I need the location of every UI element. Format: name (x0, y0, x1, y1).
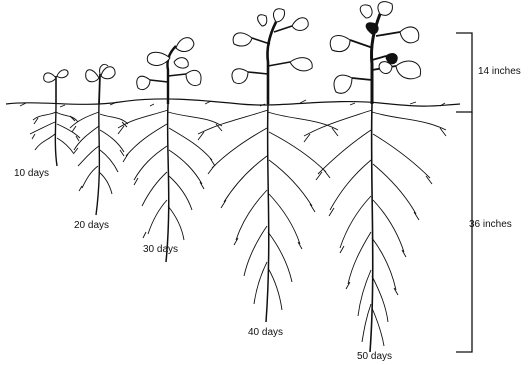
bracket-36-inches (456, 112, 472, 352)
leaf (57, 70, 68, 78)
leaf (174, 58, 188, 68)
depth-bracket (456, 33, 472, 352)
roots-10-days (30, 104, 80, 166)
leaf (360, 5, 372, 18)
bracket-label-14-inches: 14 inches (478, 66, 521, 77)
stage-label-50-days: 50 days (357, 351, 392, 362)
roots-20-days (70, 104, 128, 215)
leaf (176, 38, 194, 52)
roots-40-days (198, 104, 338, 322)
leaf (274, 9, 285, 22)
bracket-14-inches (456, 33, 472, 112)
plant-50-days (304, 2, 446, 352)
leaf (379, 62, 392, 74)
plant-10-days (30, 70, 80, 166)
leaf (101, 67, 115, 79)
stage-label-40-days: 40 days (248, 327, 283, 338)
stage-label-20-days: 20 days (74, 220, 109, 231)
leaf (292, 18, 308, 31)
leaf (330, 35, 350, 51)
stage-label-30-days: 30 days (143, 244, 178, 255)
leaf (186, 70, 201, 85)
leaf (258, 15, 267, 26)
leaf (378, 2, 392, 16)
leaf (44, 73, 56, 82)
roots-30-days (118, 104, 222, 262)
leaf (86, 70, 99, 82)
leaf (396, 61, 421, 79)
stage-label-10-days: 10 days (14, 168, 49, 179)
leaf (232, 69, 248, 84)
plant-30-days (118, 38, 222, 262)
leaf (233, 33, 252, 46)
plant-40-days (198, 9, 338, 322)
leaf (290, 58, 312, 71)
leaf (334, 75, 352, 93)
leaf (137, 76, 150, 89)
soil-surface (6, 99, 460, 106)
leaf-dark (366, 23, 378, 34)
roots-50-days (304, 104, 446, 352)
leaf (400, 27, 419, 43)
bracket-label-36-inches: 36 inches (469, 219, 512, 230)
